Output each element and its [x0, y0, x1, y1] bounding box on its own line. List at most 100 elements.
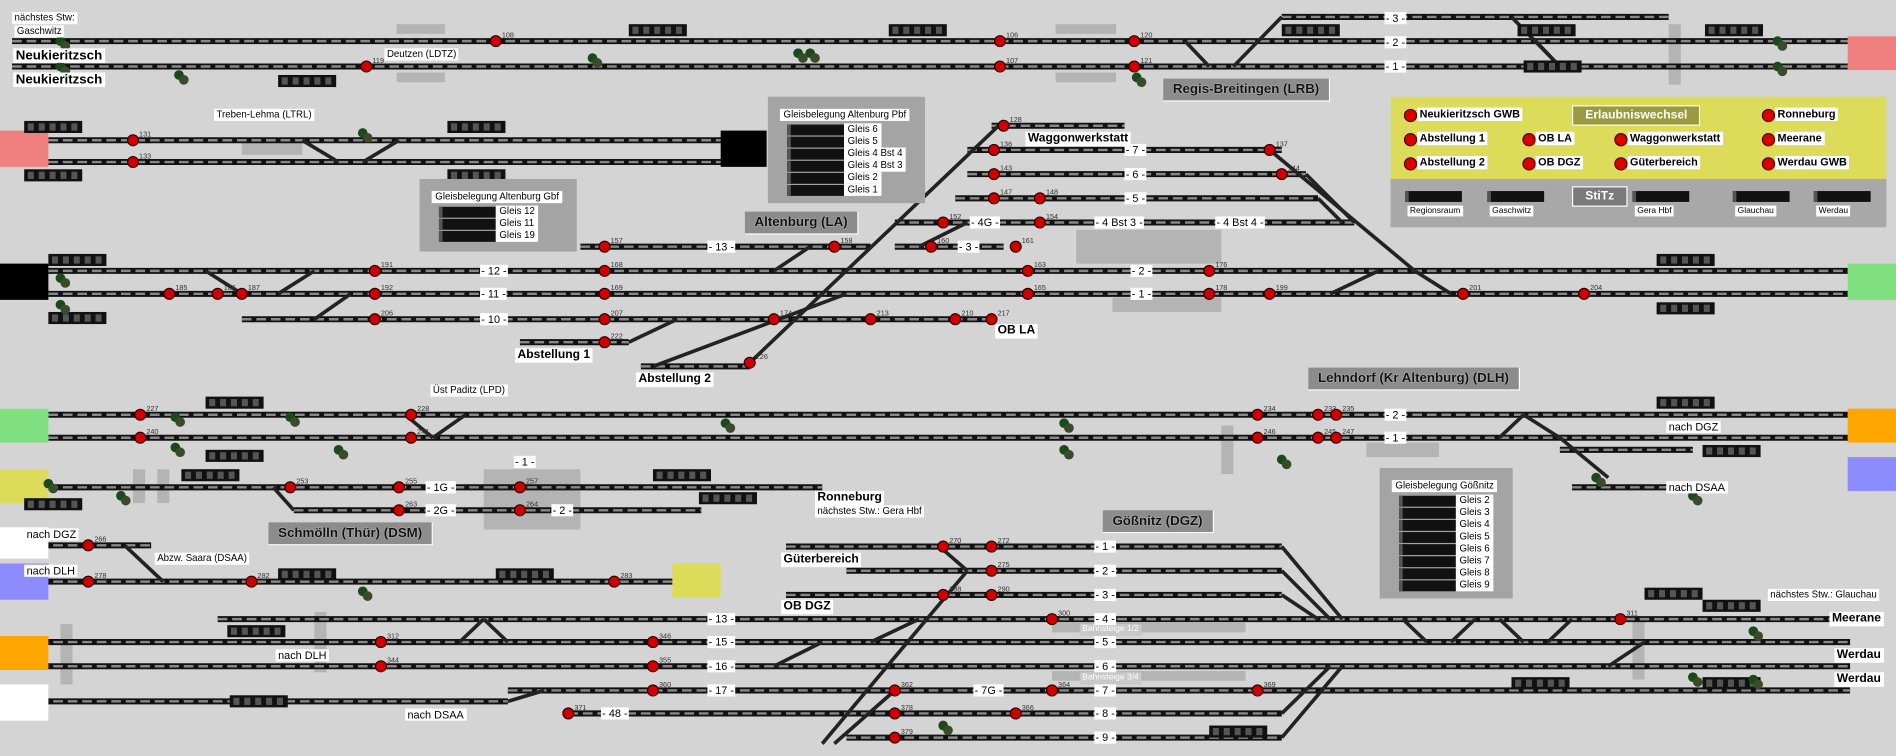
- switch-track[interactable]: [1498, 617, 1525, 644]
- train-number-field[interactable]: [787, 123, 845, 135]
- line-end-block[interactable]: [1847, 36, 1896, 71]
- train-number-field[interactable]: [787, 148, 845, 160]
- train-number-field[interactable]: [1399, 495, 1456, 507]
- signal-160[interactable]: [925, 240, 938, 253]
- signal-227[interactable]: [134, 408, 147, 421]
- occupancy-row[interactable]: Gleis 7: [1399, 555, 1494, 568]
- line-end-block[interactable]: [0, 130, 49, 167]
- signal-137[interactable]: [1263, 143, 1276, 156]
- signal-199[interactable]: [1263, 287, 1276, 300]
- signal-234[interactable]: [1251, 408, 1264, 421]
- signal-191[interactable]: [368, 264, 381, 277]
- switch-track[interactable]: [833, 689, 897, 746]
- permission-signal-icon[interactable]: [1403, 157, 1418, 171]
- signal-290[interactable]: [985, 588, 998, 601]
- occupancy-row[interactable]: Gleis 4 Bst 4: [787, 147, 907, 160]
- switch-track[interactable]: [277, 269, 316, 296]
- signal-355[interactable]: [646, 660, 660, 673]
- train-number-field[interactable]: [438, 218, 496, 230]
- train-number-field[interactable]: [1399, 567, 1456, 579]
- signal-192[interactable]: [368, 287, 381, 300]
- signal-270[interactable]: [937, 540, 950, 553]
- line-end-block[interactable]: [720, 130, 767, 167]
- signal-107[interactable]: [993, 60, 1007, 73]
- train-number-field[interactable]: [787, 172, 845, 184]
- station-altenburg[interactable]: Altenburg (LA): [744, 211, 859, 235]
- signal-186[interactable]: [211, 287, 224, 300]
- signal-344[interactable]: [374, 660, 387, 673]
- switch-track[interactable]: [1316, 197, 1344, 224]
- signal-245[interactable]: [1311, 431, 1325, 444]
- stitz-train-field[interactable]: [1813, 191, 1871, 202]
- train-number-field[interactable]: [787, 136, 845, 147]
- line-end-block[interactable]: [0, 636, 49, 670]
- signal-226[interactable]: [743, 356, 756, 369]
- occupancy-row[interactable]: Gleis 2: [1399, 494, 1494, 507]
- signal-247[interactable]: [1330, 431, 1343, 444]
- train-number-field[interactable]: [1399, 507, 1456, 519]
- signal-158[interactable]: [828, 240, 841, 253]
- train-number-field[interactable]: [787, 184, 845, 196]
- switch-track[interactable]: [1183, 39, 1211, 68]
- signal-176[interactable]: [1203, 264, 1216, 277]
- line-end-block[interactable]: [0, 469, 49, 504]
- signal-147[interactable]: [987, 192, 1001, 205]
- signal-204[interactable]: [1578, 287, 1591, 300]
- permission-signal-icon[interactable]: [1614, 133, 1628, 147]
- switch-track[interactable]: [773, 640, 824, 668]
- line-end-block[interactable]: [0, 408, 49, 443]
- switch-track[interactable]: [431, 413, 467, 440]
- train-number-field[interactable]: [1399, 555, 1456, 567]
- signal-168[interactable]: [598, 264, 611, 277]
- line-end-block[interactable]: [0, 684, 49, 721]
- occupancy-row[interactable]: Gleis 2: [787, 171, 882, 184]
- switch-track[interactable]: [507, 688, 545, 704]
- signal-253[interactable]: [284, 481, 297, 494]
- permission-item[interactable]: OB LA: [1535, 131, 1575, 146]
- switch-track[interactable]: [1413, 269, 1453, 296]
- signal-163[interactable]: [1021, 264, 1034, 277]
- switch-track[interactable]: [772, 245, 812, 273]
- signal-264[interactable]: [513, 504, 527, 517]
- switch-track[interactable]: [1546, 617, 1574, 644]
- signal-278[interactable]: [82, 575, 95, 588]
- train-number-field[interactable]: [787, 160, 845, 172]
- switch-track[interactable]: [1607, 640, 1646, 668]
- signal-106[interactable]: [993, 35, 1007, 48]
- line-end-block[interactable]: [1847, 457, 1896, 491]
- signal-362[interactable]: [888, 684, 901, 697]
- signal-263[interactable]: [392, 504, 406, 517]
- occupancy-row[interactable]: Gleis 4 Bst 3: [787, 159, 907, 172]
- permission-signal-icon[interactable]: [1761, 133, 1776, 147]
- signal-133[interactable]: [126, 155, 140, 169]
- station-regis-breitingen[interactable]: Regis-Breitingen (LRB): [1163, 78, 1331, 102]
- switch-track[interactable]: [458, 617, 485, 644]
- occupancy-row[interactable]: Gleis 5: [787, 135, 882, 148]
- line-end-block[interactable]: [0, 263, 49, 300]
- switch-track[interactable]: [482, 617, 510, 644]
- permission-signal-icon[interactable]: [1522, 157, 1536, 171]
- line-end-block[interactable]: [1847, 263, 1896, 300]
- signal-128[interactable]: [997, 119, 1010, 132]
- signal-222[interactable]: [598, 336, 611, 349]
- signal-364[interactable]: [1045, 684, 1059, 697]
- train-number-field[interactable]: [438, 206, 496, 218]
- signal-120[interactable]: [1128, 35, 1141, 48]
- switch-track[interactable]: [1449, 617, 1477, 644]
- signal-272[interactable]: [985, 540, 998, 553]
- signal-144[interactable]: [1275, 168, 1288, 181]
- occupancy-row[interactable]: Gleis 19: [438, 229, 539, 242]
- switch-track[interactable]: [1401, 617, 1429, 644]
- signal-210[interactable]: [949, 313, 962, 326]
- signal-379[interactable]: [888, 731, 901, 744]
- switch-track[interactable]: [869, 617, 920, 644]
- permission-item[interactable]: Abstellung 1: [1417, 131, 1488, 146]
- signal-275[interactable]: [985, 564, 998, 577]
- switch-track[interactable]: [1280, 593, 1320, 621]
- switch-track[interactable]: [652, 292, 848, 369]
- signal-206[interactable]: [368, 313, 381, 326]
- switch-track[interactable]: [748, 119, 1005, 365]
- permission-item[interactable]: Werdau GWB: [1775, 155, 1850, 170]
- signal-148[interactable]: [1033, 192, 1046, 205]
- occupancy-row[interactable]: Gleis 11: [438, 217, 538, 230]
